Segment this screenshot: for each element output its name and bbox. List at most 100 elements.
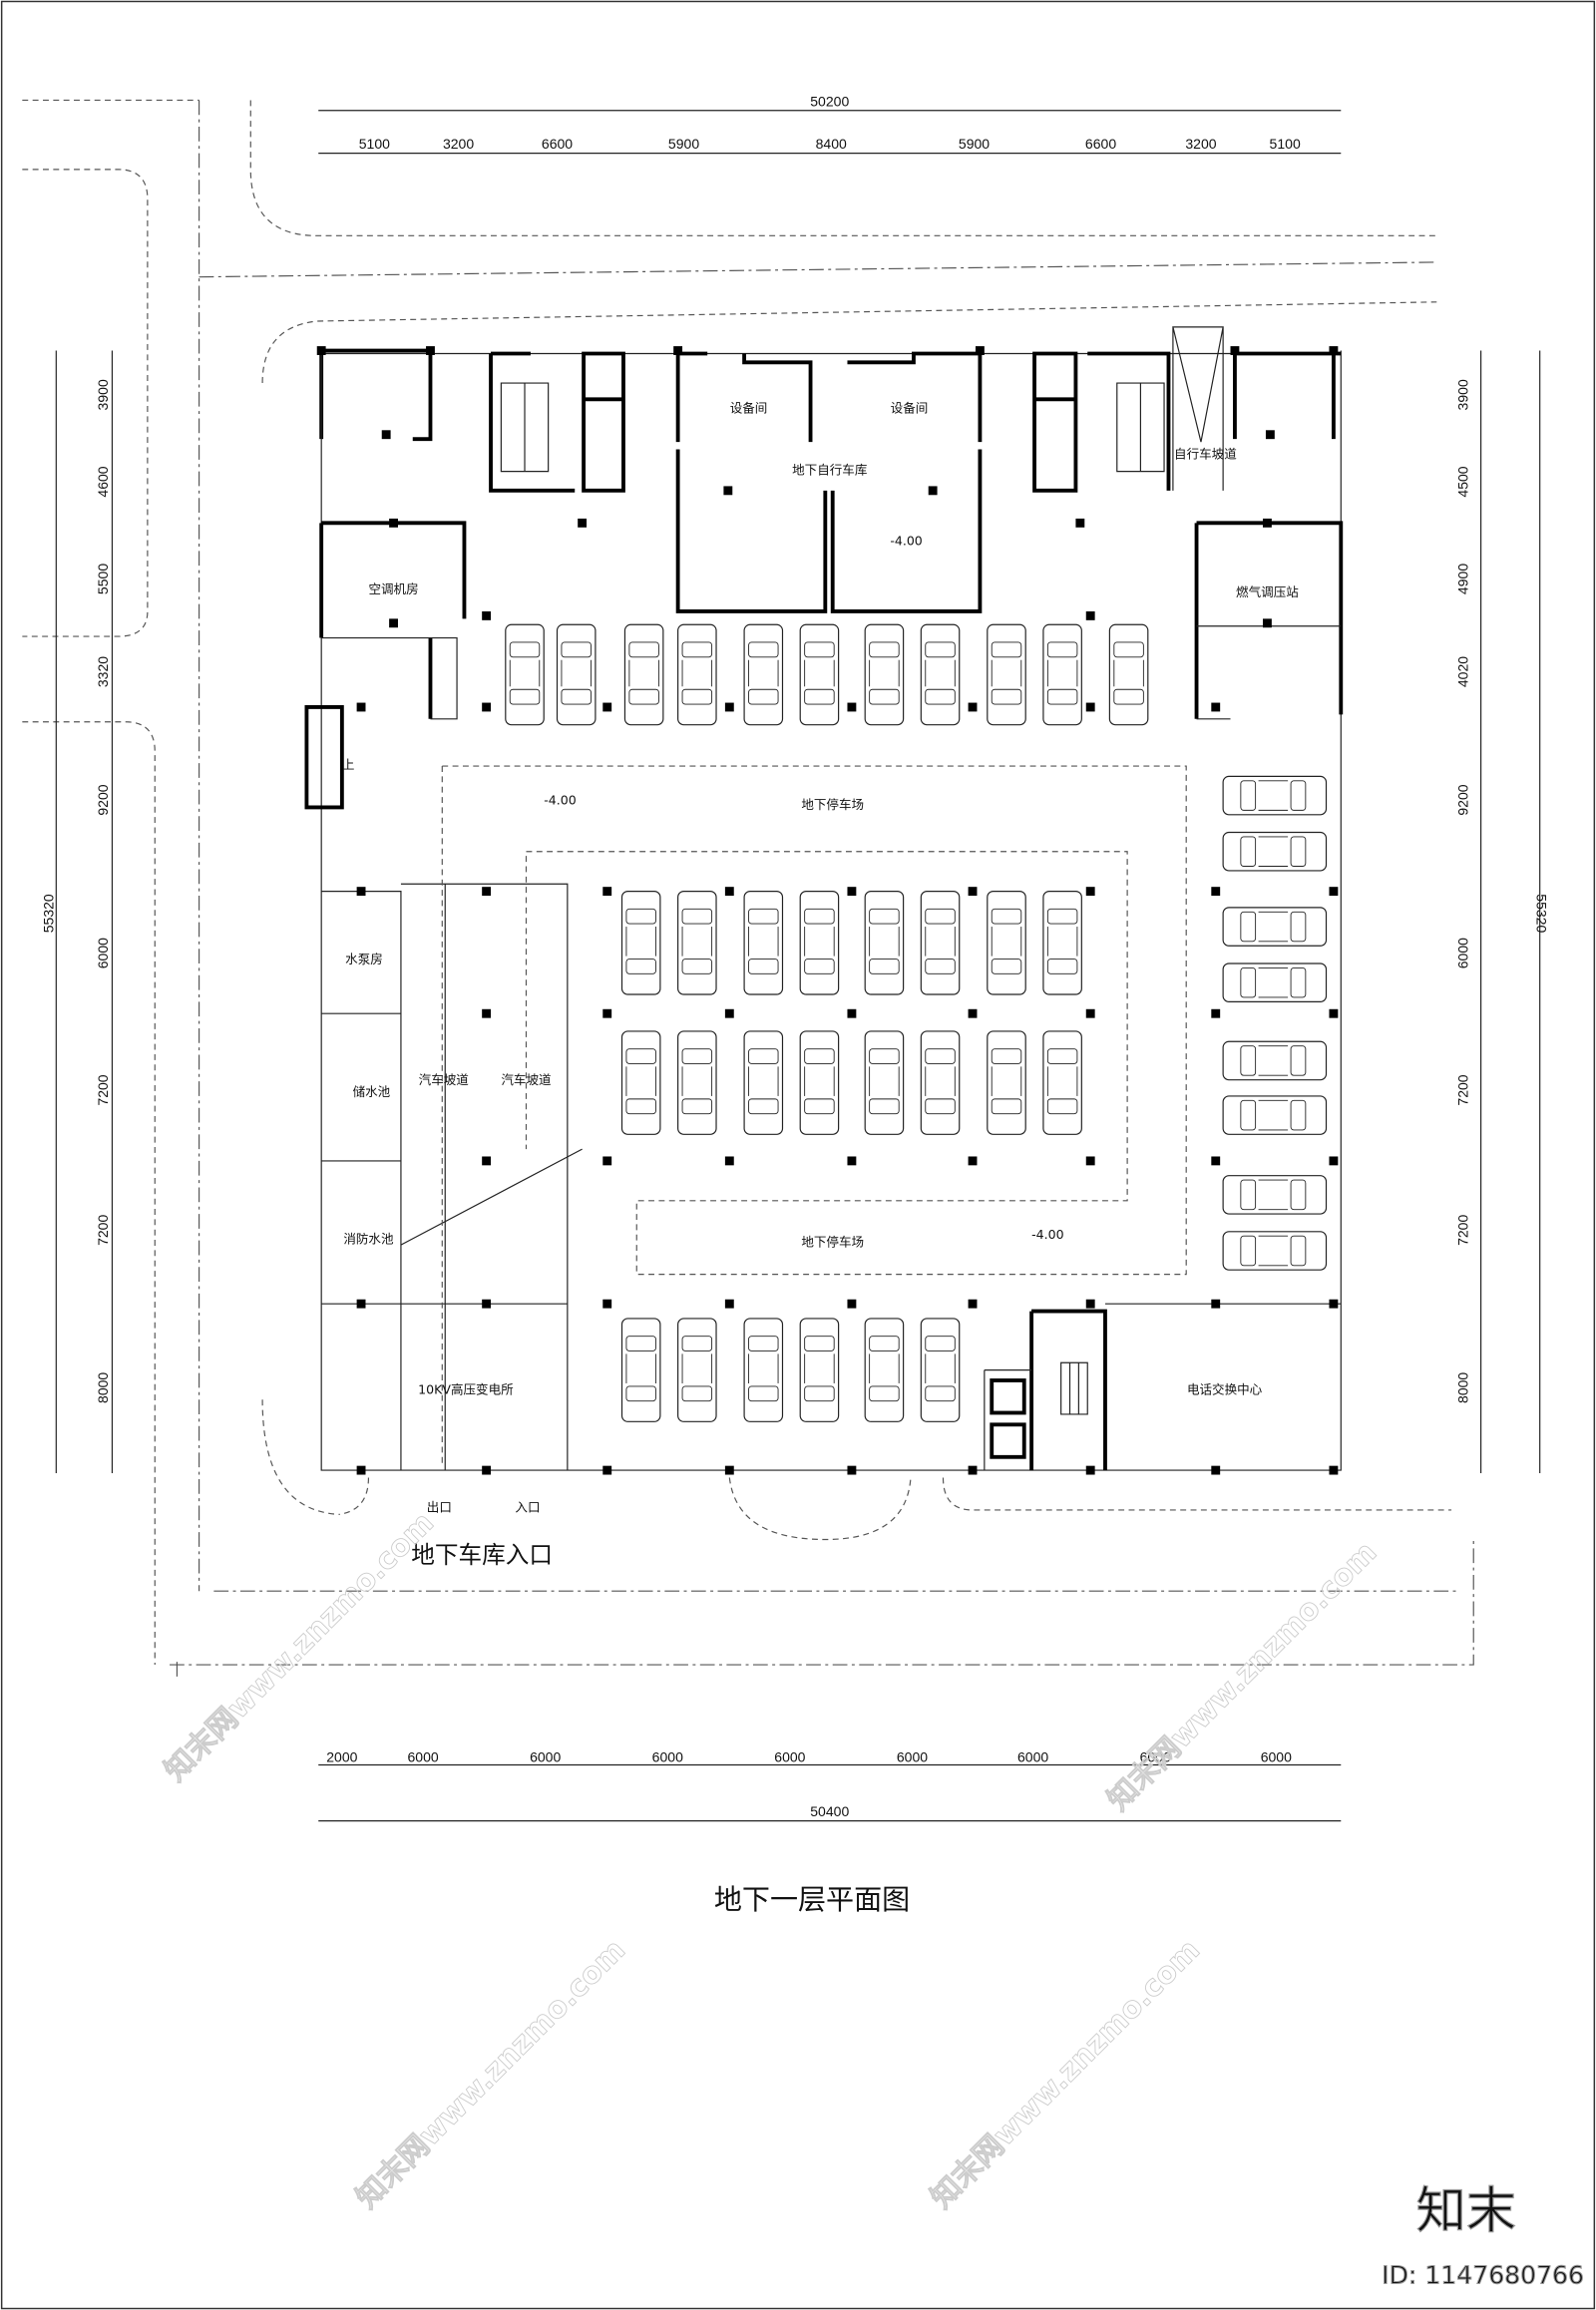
structural-column xyxy=(1211,887,1221,897)
car-parking-space xyxy=(987,891,1026,995)
dimension-label: 6000 xyxy=(652,1749,683,1765)
room-pump: 水泵房 xyxy=(345,952,383,966)
car-parking-space xyxy=(677,623,717,726)
structural-column xyxy=(968,1156,978,1166)
dimension-label: 6000 xyxy=(897,1749,928,1765)
structural-column xyxy=(356,1465,366,1475)
structural-column xyxy=(847,1465,857,1475)
car-parking-space xyxy=(864,1030,905,1135)
structural-column xyxy=(389,618,398,628)
structural-column xyxy=(602,702,612,712)
car-parking-space xyxy=(920,891,961,995)
structural-column xyxy=(1211,1008,1221,1018)
right-total-dim: 55320 xyxy=(1534,894,1550,933)
structural-column xyxy=(578,518,588,528)
driving-lanes xyxy=(441,765,1187,1466)
structural-column xyxy=(847,702,857,712)
dimension-label: 8000 xyxy=(95,1372,111,1403)
structural-column xyxy=(1085,1008,1095,1018)
car-parking-space xyxy=(799,623,840,726)
structural-column xyxy=(389,518,398,528)
structural-column xyxy=(482,1156,492,1166)
dimension-label: 8400 xyxy=(816,136,847,152)
dimension-label: 4600 xyxy=(95,466,111,497)
car-parking-space xyxy=(1222,1040,1328,1081)
car-parking-space xyxy=(1222,775,1328,816)
structural-column xyxy=(847,1156,857,1166)
dimension-label: 4500 xyxy=(1454,466,1470,497)
dimension-label: 4900 xyxy=(1454,564,1470,594)
structural-column xyxy=(724,1156,734,1166)
car-parking-space xyxy=(505,623,545,726)
dimension-label: 7200 xyxy=(95,1215,111,1246)
structural-column xyxy=(724,887,734,897)
structural-column xyxy=(975,346,985,355)
structural-column xyxy=(1085,887,1095,897)
structural-column xyxy=(1329,887,1339,897)
structural-column xyxy=(847,1299,857,1309)
structural-column xyxy=(1075,518,1085,528)
structural-column xyxy=(602,1008,612,1018)
structural-column xyxy=(482,702,492,712)
room-ac: 空调机房 xyxy=(368,581,418,596)
structural-column xyxy=(968,1299,978,1309)
structural-column xyxy=(1211,1156,1221,1166)
structural-column xyxy=(602,1156,612,1166)
dimension-label: 4020 xyxy=(1454,656,1470,687)
structural-column xyxy=(1265,430,1275,440)
dimension-label: 5100 xyxy=(359,136,390,152)
car-parking-space xyxy=(1222,831,1328,872)
car-parking-space xyxy=(620,1030,661,1135)
structural-column xyxy=(847,1008,857,1018)
structural-column xyxy=(1085,1156,1095,1166)
room-parking-1: 地下停车场 xyxy=(801,797,864,812)
room-equipment-1: 设备间 xyxy=(730,401,768,416)
car-parking-space xyxy=(743,891,784,995)
level-bike: -4.00 xyxy=(890,534,922,549)
car-parking-space xyxy=(864,623,905,726)
car-parking-space xyxy=(623,623,664,726)
structural-column xyxy=(602,1465,612,1475)
structural-column xyxy=(1329,1156,1339,1166)
room-bike-ramp: 自行车坡道 xyxy=(1174,446,1237,461)
top-total-dim: 50200 xyxy=(810,93,849,109)
car-parking-space xyxy=(864,1318,905,1422)
drawing-title: 地下一层平面图 xyxy=(714,1883,910,1916)
dimension-label: 6000 xyxy=(95,938,111,968)
structural-column xyxy=(724,1299,734,1309)
car-parking-space xyxy=(677,891,717,995)
dimension-label: 9200 xyxy=(95,784,111,815)
dimension-label: 7200 xyxy=(1454,1215,1470,1246)
dimension-label: 6600 xyxy=(542,136,573,152)
car-parking-space xyxy=(920,1030,961,1135)
room-substation: 10KV高压变电所 xyxy=(418,1381,514,1396)
car-parking-space xyxy=(1108,623,1149,726)
dimension-label: 5500 xyxy=(95,564,111,594)
car-parking-space xyxy=(556,623,597,726)
structural-column xyxy=(1211,702,1221,712)
structural-column xyxy=(1230,346,1240,355)
dimension-label: 6600 xyxy=(1085,136,1116,152)
structural-column xyxy=(724,1465,734,1475)
dimension-label: 6000 xyxy=(407,1749,438,1765)
car-parking-space xyxy=(620,1318,661,1422)
dimension-label: 6000 xyxy=(774,1749,805,1765)
structural-column xyxy=(1329,1465,1339,1475)
car-parking-space xyxy=(920,1318,961,1422)
bottom-total-dim: 50400 xyxy=(810,1803,849,1819)
car-parking-space xyxy=(987,623,1026,726)
structural-column xyxy=(1211,1299,1221,1309)
structural-column xyxy=(1085,1299,1095,1309)
structural-column xyxy=(724,702,734,712)
ramp-2: 汽车坡道 xyxy=(501,1072,552,1087)
car-parking-space xyxy=(920,623,961,726)
car-parking-space xyxy=(743,623,784,726)
room-bike-garage: 地下自行车库 xyxy=(792,463,867,478)
structural-column xyxy=(316,346,326,355)
label-exit: 出口 xyxy=(427,1499,452,1514)
car-parking-space xyxy=(1042,891,1082,995)
room-telecom: 电话交换中心 xyxy=(1187,1381,1263,1396)
dimension-label: 3900 xyxy=(95,379,111,410)
car-parking-space xyxy=(620,891,661,995)
